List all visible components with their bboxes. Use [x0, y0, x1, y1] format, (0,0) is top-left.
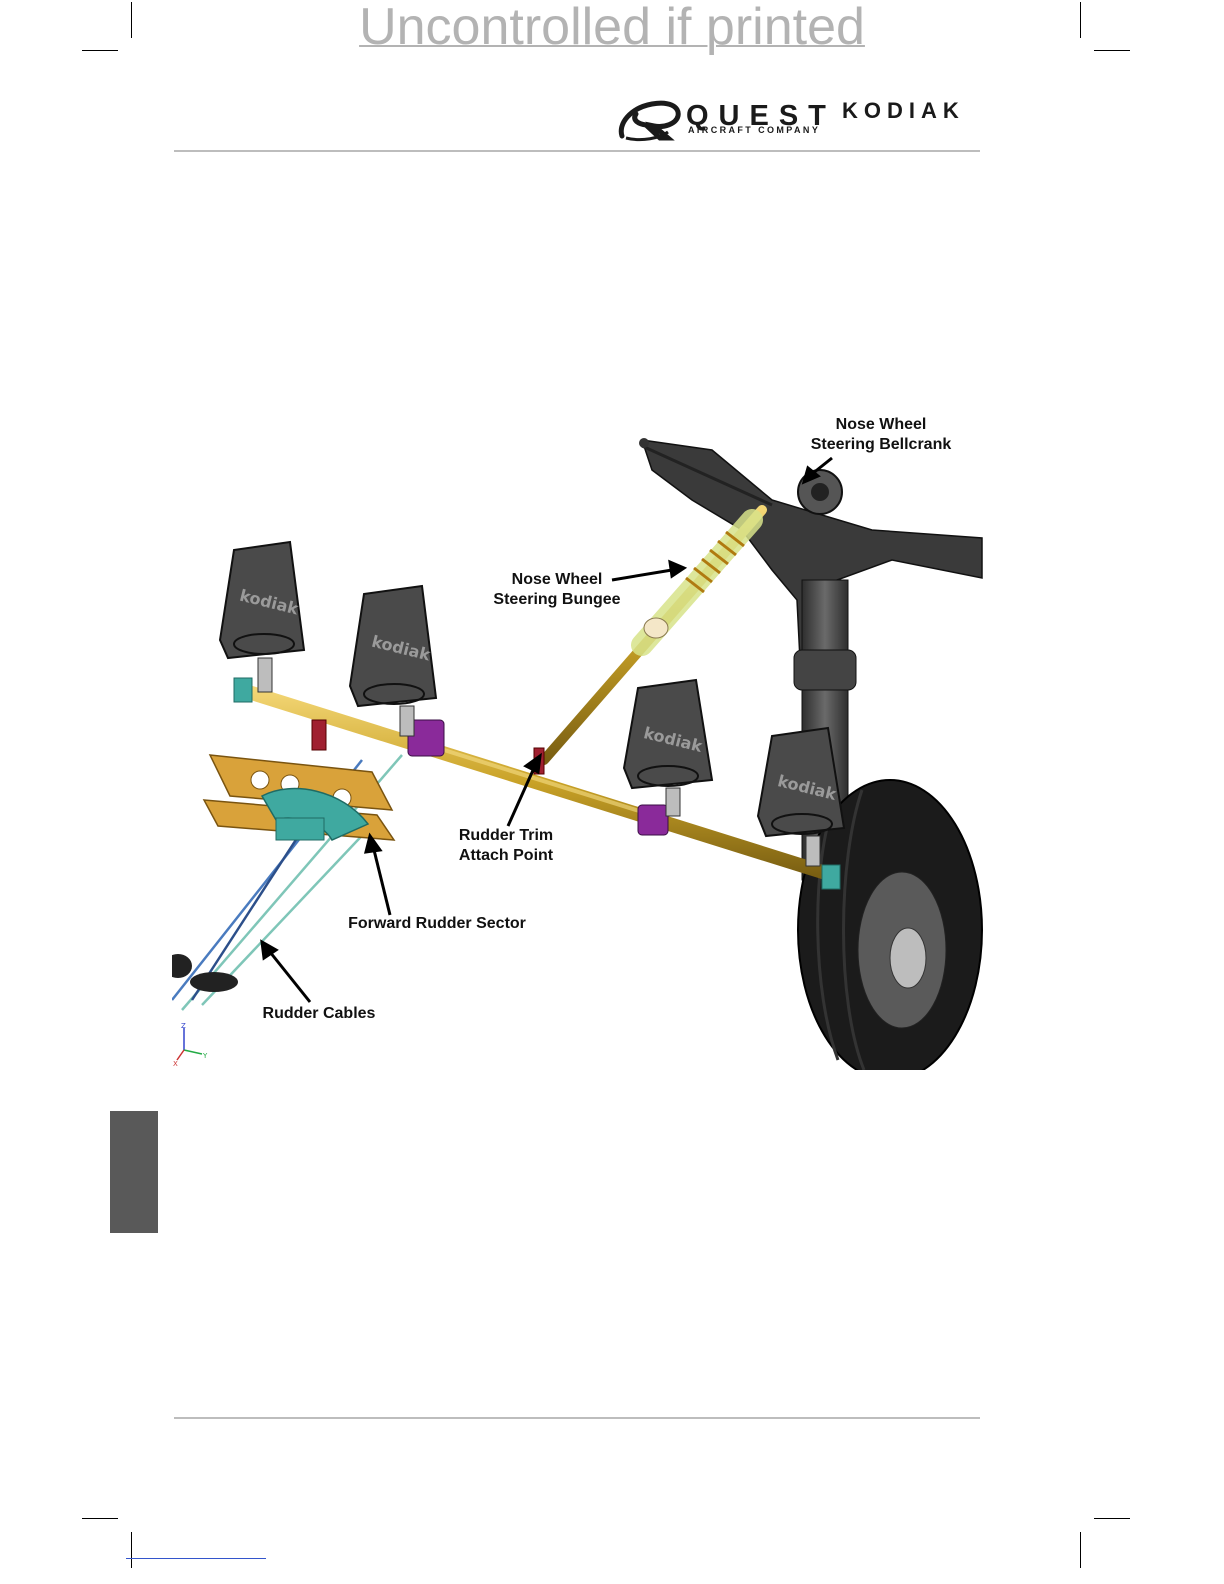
watermark: Uncontrolled if printed: [0, 0, 1224, 54]
footer-rule: [174, 1417, 980, 1419]
axis-label-z: Z: [181, 1022, 186, 1030]
callout-trim-line2: Attach Point: [446, 846, 566, 866]
rudder-system-illustration: kodiak kodiak kodiak kodiak: [172, 410, 984, 1070]
crop-mark-bottom-left-h: [82, 1518, 118, 1519]
watermark-text: Uncontrolled if printed: [359, 0, 865, 56]
crop-mark-bottom-right-h: [1094, 1518, 1130, 1519]
callout-nose-wheel-steering-bellcrank: Nose Wheel Steering Bellcrank: [800, 415, 962, 455]
rudder-pedal-right-inboard: kodiak: [624, 680, 712, 816]
crop-mark-bottom-left-v: [131, 1532, 132, 1568]
crop-mark-top-left-v: [131, 2, 132, 38]
crop-mark-top-right-h: [1094, 50, 1130, 51]
callout-forward-rudder-sector: Forward Rudder Sector: [340, 914, 534, 934]
rudder-pedal-left-inboard: kodiak: [350, 586, 436, 736]
axis-label-y: Y: [202, 1052, 208, 1060]
callout-rudder-trim-attach-point: Rudder Trim Attach Point: [446, 826, 566, 866]
figure-rudder-system: kodiak kodiak kodiak kodiak: [172, 410, 984, 1070]
header-logo: QUEST AIRCRAFT COMPANY KODIAK: [616, 96, 981, 144]
crop-mark-top-right-v: [1080, 2, 1081, 38]
callout-bellcrank-line2: Steering Bellcrank: [800, 435, 962, 455]
axis-label-x: X: [173, 1060, 178, 1068]
callout-rudder-cables: Rudder Cables: [254, 1004, 384, 1024]
bottom-link-underline: [126, 1558, 266, 1559]
header-rule: [174, 150, 980, 152]
quest-swoosh-icon: [616, 98, 688, 142]
axis-triad-icon: Z Y X: [173, 1022, 208, 1068]
callout-bungee-line1: Nose Wheel: [484, 570, 630, 590]
callout-trim-line1: Rudder Trim: [446, 826, 566, 846]
logo-product-text: KODIAK: [842, 98, 965, 124]
section-side-tab: [110, 1111, 158, 1233]
callout-bellcrank-line1: Nose Wheel: [800, 415, 962, 435]
logo-subtitle-text: AIRCRAFT COMPANY: [688, 125, 820, 135]
crop-mark-top-left-h: [82, 50, 118, 51]
callout-nose-wheel-steering-bungee: Nose Wheel Steering Bungee: [484, 570, 630, 610]
crop-mark-bottom-right-v: [1080, 1532, 1081, 1568]
callout-bungee-line2: Steering Bungee: [484, 590, 630, 610]
forward-rudder-sector: [204, 755, 394, 840]
rudder-pedal-left-outboard: kodiak: [220, 542, 304, 692]
